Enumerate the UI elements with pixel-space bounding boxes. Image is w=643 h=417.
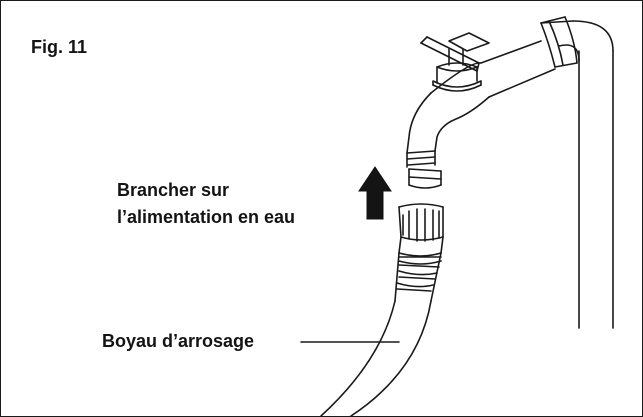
instruction-line-1: Brancher sur: [117, 180, 230, 200]
hose-icon: [320, 300, 432, 416]
instruction-line-2: l’alimentation en eau: [117, 207, 296, 227]
faucet-icon: [406, 32, 556, 189]
figure-title: Fig. 11: [31, 37, 88, 57]
up-arrow-icon: [358, 166, 392, 220]
hose-label: Boyau d’arrosage: [102, 331, 255, 351]
supply-pipe: [540, 20, 614, 329]
pipe-collar: [540, 16, 578, 68]
hose-connector-icon: [394, 203, 444, 302]
instruction-text: Brancher sur l’alimentation en eau: [117, 177, 295, 231]
